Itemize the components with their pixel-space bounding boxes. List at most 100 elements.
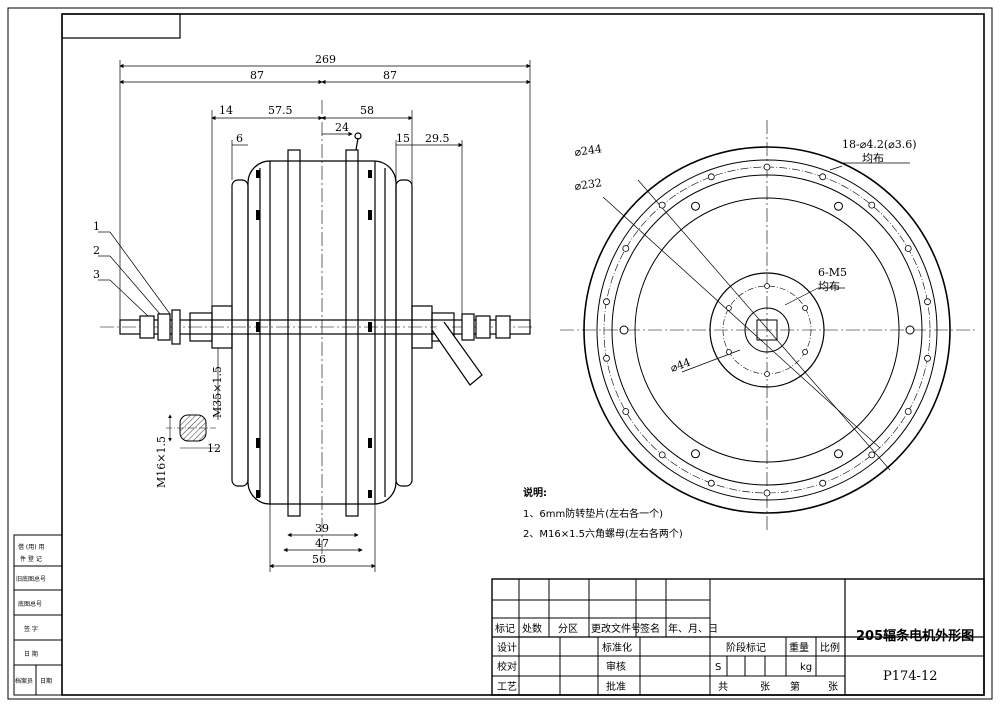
dim-14: 14 [219,104,233,117]
top-left-tab [61,13,181,39]
inner-border [61,13,985,696]
dim-overall: 269 [315,53,336,66]
tb-design: 设计 [497,641,517,654]
dim-47: 47 [315,537,329,550]
outer-border [7,7,993,700]
rim-hole [904,245,912,252]
strip-date: 日 期 [24,650,38,658]
rim-hole [924,298,931,306]
tb-standard: 标准化 [602,641,632,654]
strip-sign: 签 字 [24,625,38,633]
dim-57-5: 57.5 [268,104,293,117]
left-record-strip [13,534,63,696]
cable [431,321,483,386]
outer-rim [583,146,951,514]
rim-hole [603,298,610,306]
mount-hole [726,305,732,311]
mount-hole [764,371,770,377]
dim-24: 24 [335,121,349,134]
left-flange [287,149,301,517]
tb-weight-unit: kg [800,662,812,673]
flange-hole [834,201,843,211]
rim-hole [819,479,827,487]
thread-m35: M35×1.5 [211,366,224,418]
tb-review: 审核 [606,660,626,673]
dim-12: 12 [207,442,221,455]
tb-stage-mark: 阶段标记 [726,641,766,654]
tb-stage-value: S [715,662,721,673]
strip-borrow: 借 (用) 用 [18,543,45,551]
side-view [119,132,531,517]
outer-holes [603,163,931,497]
front-view [583,146,951,514]
flange-hole [905,325,915,335]
axle-section [166,414,218,449]
label-dia44: ⌀44 [669,356,693,375]
notes-heading: 说明: [523,486,547,499]
rim-hole [622,245,630,252]
label-holes-outer-note: 均布 [862,152,884,165]
strip-base-no: 底图总号 [18,600,42,608]
dim-right-half: 87 [383,69,397,82]
dim-56: 56 [312,553,326,566]
rim-hole [868,201,876,209]
dim-29-5: 29.5 [425,132,450,145]
mount-hole [726,349,732,355]
flange-hole [619,325,629,335]
tb-sheet-unit1: 张 [760,681,770,693]
tb-zone: 分区 [558,623,578,635]
rim-hole [603,354,610,362]
axle [119,319,531,335]
rim-hole [868,451,876,459]
drawing-code: P174-12 [883,669,938,684]
rim-hole [924,354,931,362]
inner-flange [709,272,825,388]
dim-15: 15 [396,132,410,145]
right-flange [345,149,359,517]
dim-58: 58 [360,104,374,117]
thread-m16: M16×1.5 [155,436,168,488]
tb-sheet-unit2: 张 [828,681,838,693]
callout-1: 1 [93,220,100,233]
tb-scale: 比例 [820,641,840,654]
tb-count: 处数 [522,622,542,635]
rim-hole [707,479,715,487]
flange-hole [834,449,843,459]
label-holes-inner: 6-M5 [818,266,847,279]
strip-old-no: 旧底图总号 [16,575,46,583]
tb-weight: 重量 [789,641,809,654]
flange-hole [691,201,700,211]
rim-hole [622,408,630,415]
tb-sheet-total: 共 [718,681,728,693]
rim-hole [707,173,715,181]
strip-date2: 日期 [40,677,52,685]
tb-date: 年、月、日 [668,622,718,635]
tb-check: 校对 [497,660,517,673]
drawing-title: 205辐条电机外形图 [856,628,974,644]
rim-hole [658,201,666,209]
center-lines [100,100,975,555]
title-block [491,578,985,696]
rim-hole [904,408,912,415]
strip-archivist: 档案员 [15,677,33,685]
dim-6: 6 [236,132,243,145]
tb-approve: 批准 [606,680,626,693]
large-holes [619,201,915,459]
flange-hole [691,449,700,459]
mount-hole [802,349,808,355]
tb-sheet-no: 第 [790,680,800,693]
inner-holes [726,283,808,377]
label-dia232: ⌀232 [574,176,603,193]
rim-hole [763,489,771,497]
callout-2: 2 [93,244,100,257]
dim-left-half: 87 [250,69,264,82]
label-holes-outer: 18-⌀4.2(⌀3.6) [842,138,917,151]
tb-signature: 签名 [640,622,660,635]
callout-3: 3 [93,268,100,281]
rim-hole [658,451,666,459]
tb-mark: 标记 [495,623,515,635]
tb-change-doc: 更改文件号 [591,622,641,635]
strip-register: 件 登 记 [20,555,42,563]
